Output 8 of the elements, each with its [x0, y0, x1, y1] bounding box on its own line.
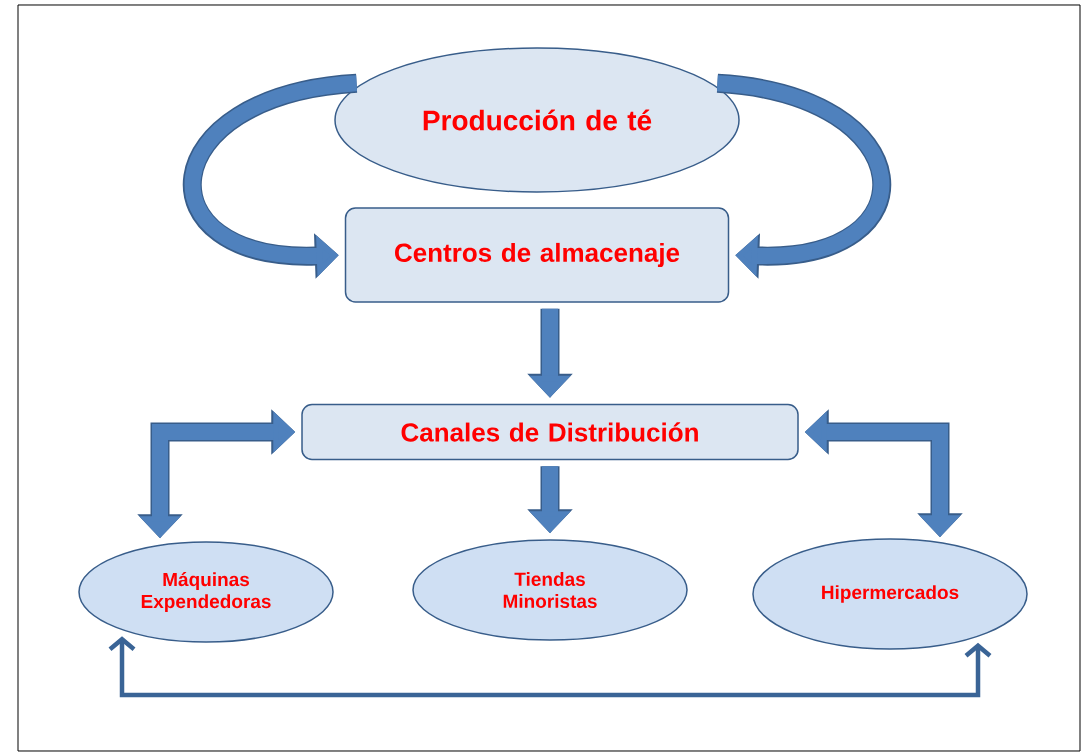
oval-node: Tiendas Minoristas	[412, 539, 688, 641]
oval-node: Hipermercados	[752, 538, 1028, 650]
rounded-box: Canales de Distribución	[301, 403, 799, 461]
arrow-line	[108, 636, 992, 698]
rounded-box: Centros de almacenaje	[344, 207, 730, 303]
oval-node: Máquinas Expendedoras	[78, 541, 334, 643]
oval-node: Producción de té	[334, 47, 740, 193]
curved-arrow	[716, 73, 891, 279]
